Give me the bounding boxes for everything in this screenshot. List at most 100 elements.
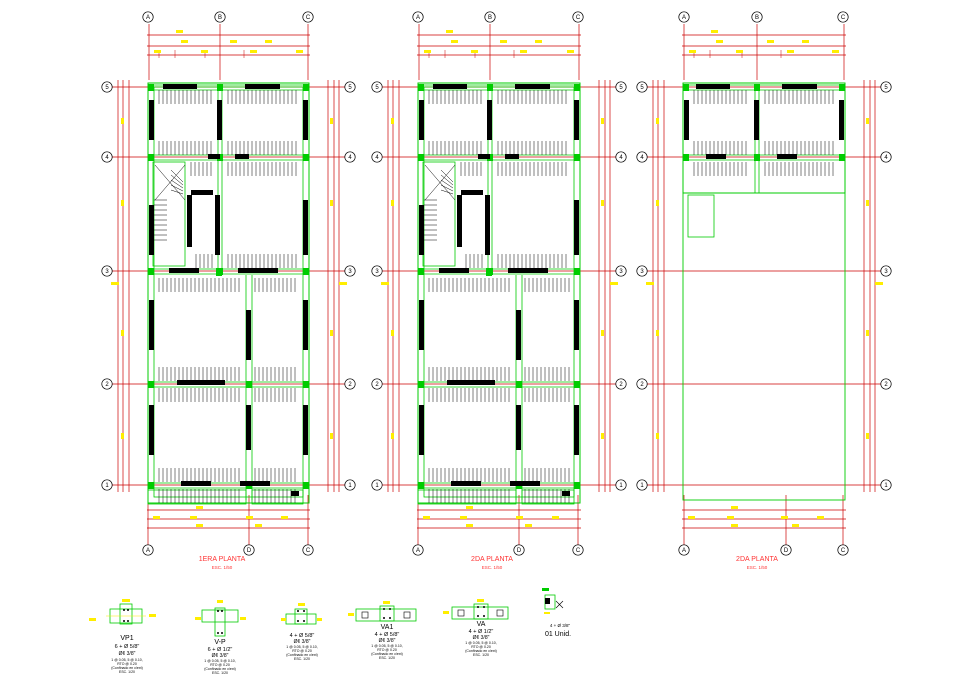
section-line: (Confinado en c/ext)	[286, 653, 318, 657]
section-line: RTO @ 0.20	[471, 645, 491, 649]
beam-member	[187, 195, 192, 247]
axis-label: A	[682, 548, 686, 554]
beam-member	[516, 310, 521, 360]
axis-bubble	[678, 11, 690, 23]
column-bars: 4 + Ø 3/8"	[550, 623, 571, 628]
dim-label	[121, 330, 124, 336]
axis-bubble	[751, 11, 763, 23]
column	[418, 381, 424, 388]
axis-bubble	[371, 378, 383, 390]
dim-label	[446, 30, 453, 33]
section-line: 1 @ 0.05, 5 @ 0.10,	[204, 659, 235, 663]
dim-label	[330, 118, 333, 124]
section-3: 4 + Ø 5/8" Ø¢ 3/8" 1 @ 0.05, 5 @ 0.10, R…	[281, 603, 322, 661]
dim-label	[121, 433, 124, 439]
column	[683, 154, 689, 161]
dim-label	[250, 50, 257, 53]
column	[303, 154, 309, 161]
axis-bubble	[243, 544, 255, 556]
section-line: Ø¢ 3/8"	[119, 651, 136, 657]
beam-member	[508, 268, 548, 273]
axis-label: 2	[884, 382, 888, 388]
beam-member	[457, 195, 462, 247]
dim-label	[296, 50, 303, 53]
section-line: Ø¢ 3/8"	[473, 635, 490, 641]
axis-label: 1	[640, 483, 644, 489]
column	[418, 154, 424, 161]
section-name: VA1	[381, 624, 394, 631]
dim-label	[792, 524, 799, 527]
stair-step	[170, 179, 184, 189]
dim-label	[656, 118, 659, 124]
axis-label: D	[517, 548, 522, 554]
axis-label: 2	[619, 382, 623, 388]
beam-member	[245, 84, 279, 89]
axis-label: 2	[375, 382, 379, 388]
axis-label: 4	[348, 155, 352, 161]
axis-bubble	[636, 378, 648, 390]
dim-label	[154, 50, 161, 53]
column	[754, 154, 760, 161]
beam-member	[574, 200, 579, 255]
beam-member	[163, 84, 197, 89]
dim-label	[196, 506, 203, 509]
beam-member	[574, 300, 579, 350]
dim-label	[153, 516, 160, 519]
column	[418, 482, 424, 489]
beam-member	[696, 84, 730, 89]
axis-bubble	[572, 544, 584, 556]
axis-bubble	[880, 151, 892, 163]
axis-label: B	[755, 15, 759, 21]
axis-label: 2	[640, 382, 644, 388]
beam-member	[149, 405, 154, 455]
dim-label	[802, 40, 809, 43]
column	[574, 482, 580, 489]
beam	[417, 489, 517, 505]
dim-label	[656, 433, 659, 439]
dim-label	[656, 330, 659, 336]
beam-member	[195, 380, 225, 385]
axis-bubble	[615, 265, 627, 277]
column	[303, 381, 309, 388]
dim-label	[121, 118, 124, 124]
axis-bubble	[615, 81, 627, 93]
axis-label: A	[416, 548, 420, 554]
axis-bubble	[412, 544, 424, 556]
section-line: Ø¢ 3/8"	[379, 638, 396, 644]
axis-label: B	[218, 15, 222, 21]
axis-label: 4	[640, 155, 644, 161]
dim-label	[176, 30, 183, 33]
axis-label: 3	[640, 269, 644, 275]
column	[574, 84, 580, 91]
dim-label	[466, 506, 473, 509]
axis-bubble	[880, 378, 892, 390]
plan-title: 2DA PLANTA	[736, 556, 778, 563]
dim-label	[866, 200, 869, 206]
beam-member	[169, 268, 199, 273]
dim-label	[731, 506, 738, 509]
dim-label	[391, 200, 394, 206]
axis-bubble	[678, 544, 690, 556]
beam-member	[235, 154, 249, 159]
beam-member	[215, 195, 220, 255]
beam-member	[303, 100, 308, 140]
beam-member	[684, 100, 689, 140]
dim-label	[121, 200, 124, 206]
dim-label	[601, 118, 604, 124]
axis-bubble	[880, 265, 892, 277]
dim-label	[601, 330, 604, 336]
dim-label	[281, 516, 288, 519]
column	[839, 84, 845, 91]
stair-step	[440, 179, 454, 189]
beam-member	[516, 405, 521, 450]
dim-label	[230, 40, 237, 43]
axis-label: A	[146, 15, 150, 21]
dim-label	[646, 282, 654, 285]
axis-bubble	[636, 479, 648, 491]
dim-label	[610, 282, 618, 285]
beam-member	[149, 300, 154, 350]
dim-label	[656, 200, 659, 206]
axis-label: 3	[348, 269, 352, 275]
section-name: VP1	[120, 635, 133, 642]
